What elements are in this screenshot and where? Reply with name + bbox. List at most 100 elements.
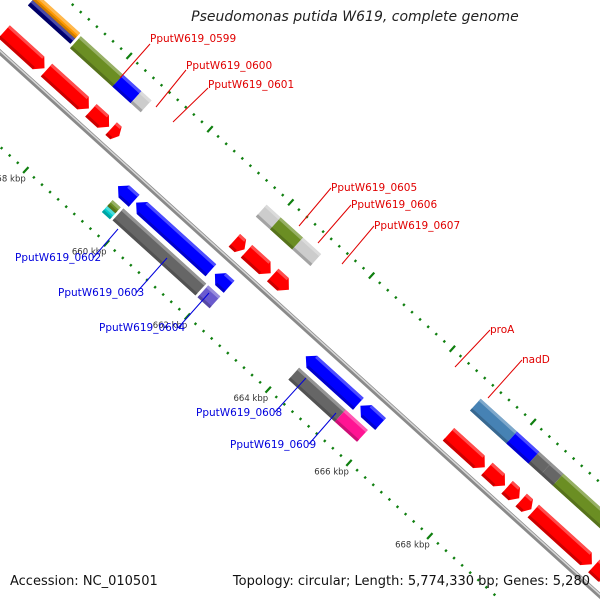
gene-label[interactable]: PputW619_0600 xyxy=(155,60,272,108)
gene-label[interactable]: PputW619_0601 xyxy=(172,79,294,123)
gene-label-text[interactable]: PputW619_0605 xyxy=(331,182,417,194)
gene-body[interactable] xyxy=(40,63,89,110)
gene-body[interactable] xyxy=(197,285,221,309)
gene-feature[interactable] xyxy=(101,206,116,220)
gene-body[interactable] xyxy=(136,202,217,277)
gene-label-text[interactable]: PputW619_0609 xyxy=(230,439,316,451)
gene-feature[interactable] xyxy=(85,104,110,128)
gene-feature[interactable] xyxy=(528,451,552,475)
gene-shadow xyxy=(70,46,115,87)
gene-body[interactable] xyxy=(588,559,600,582)
gene-feature[interactable] xyxy=(136,202,217,277)
gene-feature[interactable] xyxy=(501,481,520,501)
gene-body[interactable] xyxy=(305,355,364,410)
gene-feature[interactable] xyxy=(552,473,600,539)
gene-feature[interactable] xyxy=(470,398,518,444)
gene-label[interactable]: PputW619_0602 xyxy=(15,228,119,264)
gene-feature[interactable] xyxy=(112,74,142,104)
gene-body[interactable] xyxy=(112,208,207,296)
gene-feature[interactable] xyxy=(527,504,592,566)
gene-feature[interactable] xyxy=(214,273,235,293)
gene-body[interactable] xyxy=(70,36,124,87)
gene-feature[interactable] xyxy=(118,185,140,207)
gene-body[interactable] xyxy=(112,74,142,104)
gene-label-text[interactable]: PputW619_0602 xyxy=(15,252,101,264)
gene-body[interactable] xyxy=(360,405,386,430)
gene-feature[interactable] xyxy=(240,245,271,275)
minor-tick xyxy=(169,300,173,304)
gene-label-text[interactable]: PputW619_0606 xyxy=(351,199,437,211)
gene-feature[interactable] xyxy=(228,234,247,253)
gene-feature[interactable] xyxy=(27,0,76,44)
gene-feature[interactable] xyxy=(270,217,303,250)
gene-feature[interactable] xyxy=(305,355,364,410)
gene-body[interactable] xyxy=(0,25,45,70)
gene-feature[interactable] xyxy=(255,204,281,230)
gene-feature[interactable] xyxy=(107,200,121,214)
gene-body[interactable] xyxy=(528,451,552,475)
gene-highlight xyxy=(369,405,386,421)
gene-label-text[interactable]: PputW619_0604 xyxy=(99,322,185,334)
gene-body[interactable] xyxy=(334,409,368,442)
gene-feature[interactable] xyxy=(334,409,368,442)
gene-feature[interactable] xyxy=(588,559,600,582)
gene-feature[interactable] xyxy=(481,462,505,487)
gene-label[interactable]: PputW619_0607 xyxy=(341,220,460,265)
gene-highlight xyxy=(537,451,552,465)
minor-tick xyxy=(418,317,422,322)
gene-body[interactable] xyxy=(27,0,75,44)
gene-shadow xyxy=(540,472,555,486)
gene-body[interactable] xyxy=(240,245,271,275)
gene-label-text[interactable]: PputW619_0599 xyxy=(150,33,236,45)
gene-label[interactable]: PputW619_0609 xyxy=(230,412,337,451)
minor-tick xyxy=(240,156,244,161)
gene-body[interactable] xyxy=(107,200,121,214)
gene-label-text[interactable]: proA xyxy=(490,324,515,336)
major-tick xyxy=(206,125,214,133)
gene-body[interactable] xyxy=(527,504,592,566)
gene-feature[interactable] xyxy=(360,405,386,430)
gene-shadow xyxy=(334,419,360,442)
gene-feature[interactable] xyxy=(130,91,152,113)
gene-body[interactable] xyxy=(228,234,247,253)
gene-label-text[interactable]: PputW619_0601 xyxy=(208,79,294,91)
gene-feature[interactable] xyxy=(292,237,322,266)
gene-feature[interactable] xyxy=(540,462,564,486)
gene-feature[interactable] xyxy=(32,0,81,39)
gene-body[interactable] xyxy=(101,206,116,220)
gene-feature[interactable] xyxy=(506,431,540,464)
gene-label-text[interactable]: PputW619_0607 xyxy=(374,220,460,232)
gene-feature[interactable] xyxy=(112,208,207,296)
gene-feature[interactable] xyxy=(70,36,124,87)
gene-label[interactable]: PputW619_0605 xyxy=(298,182,417,227)
gene-body[interactable] xyxy=(506,431,540,464)
gene-body[interactable] xyxy=(470,398,518,444)
gene-label[interactable]: nadD xyxy=(487,354,550,399)
gene-label[interactable]: PputW619_0599 xyxy=(119,33,236,79)
gene-feature[interactable] xyxy=(515,493,534,512)
gene-feature[interactable] xyxy=(197,285,221,309)
gene-label[interactable]: PputW619_0603 xyxy=(58,257,168,299)
gene-label[interactable]: PputW619_0604 xyxy=(99,292,210,334)
gene-label[interactable]: proA xyxy=(454,324,515,368)
gene-shadow xyxy=(107,203,118,214)
gene-label[interactable]: PputW619_0608 xyxy=(196,377,307,419)
gene-label[interactable]: PputW619_0606 xyxy=(317,199,437,244)
gene-label-text[interactable]: PputW619_0603 xyxy=(58,287,144,299)
gene-body[interactable] xyxy=(442,428,485,469)
gene-feature[interactable] xyxy=(105,122,122,140)
gene-body[interactable] xyxy=(270,217,303,250)
gene-highlight xyxy=(315,355,364,401)
gene-body[interactable] xyxy=(292,237,322,266)
gene-label-text[interactable]: PputW619_0608 xyxy=(196,407,282,419)
gene-feature[interactable] xyxy=(442,428,485,469)
gene-feature[interactable] xyxy=(40,63,89,110)
minor-tick xyxy=(56,197,60,202)
gene-body[interactable] xyxy=(255,204,281,230)
gene-label-text[interactable]: nadD xyxy=(522,354,550,366)
gene-feature[interactable] xyxy=(267,268,289,291)
leader-line xyxy=(317,204,352,244)
gene-label-text[interactable]: PputW619_0600 xyxy=(186,60,272,72)
gene-body[interactable] xyxy=(540,462,564,486)
gene-feature[interactable] xyxy=(0,25,45,70)
